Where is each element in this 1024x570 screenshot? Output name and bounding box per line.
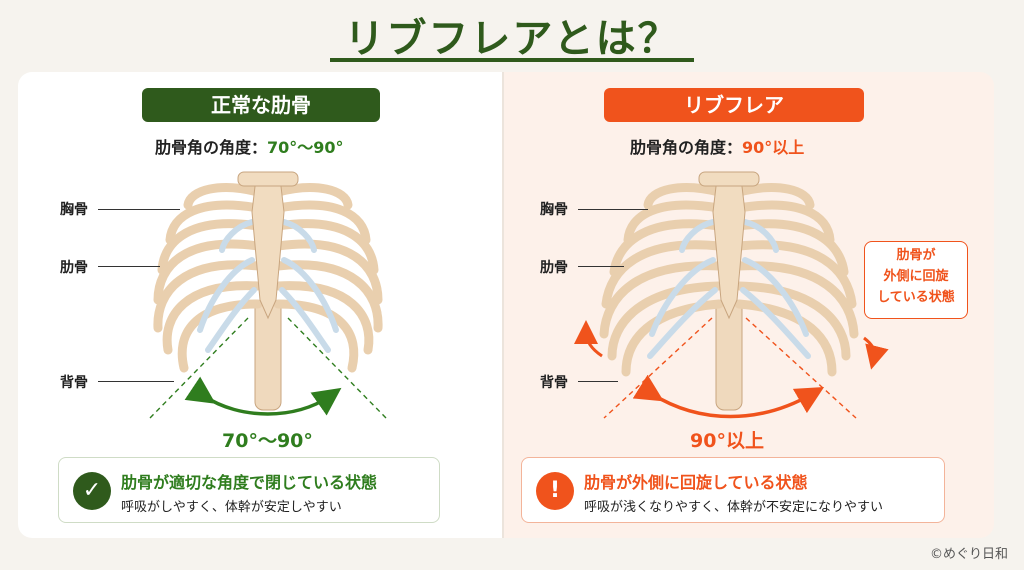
rib-flare-heading: リブフレア (604, 88, 864, 122)
normal-info-box: ✓ 肋骨が適切な角度で閉じている状態 呼吸がしやすく、体幹が安定しやすい (58, 457, 440, 523)
flare-angle-label: 肋骨角の角度： (630, 138, 743, 157)
normal-rib-heading: 正常な肋骨 (142, 88, 380, 122)
normal-spine-leader (98, 381, 174, 382)
check-icon: ✓ (73, 472, 111, 510)
flare-angle-line: 肋骨角の角度：90°以上 (630, 134, 804, 158)
normal-angle-line: 肋骨角の角度：70°〜90° (155, 134, 344, 158)
normal-ribcage-illustration (149, 171, 387, 419)
callout-line-1: 肋骨が (896, 248, 936, 263)
page-title: リブフレアとは？ (344, 16, 680, 62)
exclamation-icon: ! (536, 472, 574, 510)
normal-sternum-label: 胸骨 (60, 202, 88, 218)
flare-sternum-leader (578, 209, 648, 210)
flare-sternum-label: 胸骨 (540, 202, 568, 218)
callout-line-3: している状態 (877, 290, 955, 305)
flare-info-title: 肋骨が外側に回旋している状態 (584, 473, 808, 492)
normal-angle-label: 肋骨角の角度： (155, 138, 268, 157)
copyright: ©めぐり日和 (929, 547, 1008, 562)
normal-ribs-leader (98, 266, 160, 267)
normal-spine-label: 背骨 (60, 375, 88, 391)
flare-angle-annotation: 90°以上 (690, 430, 764, 452)
flare-spine-leader (578, 381, 618, 382)
flare-spine-label: 背骨 (540, 375, 568, 391)
panel-divider (502, 72, 504, 538)
flare-angle-value: 90°以上 (742, 138, 805, 157)
normal-info-sub: 呼吸がしやすく、体幹が安定しやすい (121, 500, 342, 515)
normal-info-title: 肋骨が適切な角度で閉じている状態 (121, 473, 378, 492)
normal-sternum-leader (98, 209, 180, 210)
flare-callout: 肋骨が 外側に回旋 している状態 (864, 241, 968, 319)
callout-line-2: 外側に回旋 (883, 269, 949, 284)
flare-info-sub: 呼吸が浅くなりやすく、体幹が不安定になりやすい (584, 500, 884, 515)
flared-ribcage-illustration (574, 171, 889, 419)
flare-info-box: ! 肋骨が外側に回旋している状態 呼吸が浅くなりやすく、体幹が不安定になりやすい (521, 457, 945, 523)
flare-ribs-label: 肋骨 (540, 260, 568, 276)
title-underline (330, 58, 694, 62)
normal-ribs-label: 肋骨 (60, 260, 88, 276)
normal-angle-annotation: 70°〜90° (222, 430, 313, 452)
normal-angle-value: 70°〜90° (267, 138, 344, 157)
flare-ribs-leader (578, 266, 624, 267)
